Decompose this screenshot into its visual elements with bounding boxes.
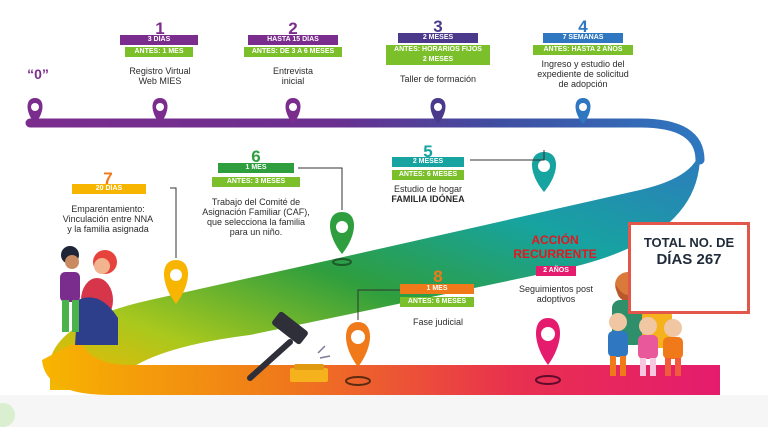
recurrent-title-line: ACCIÓN <box>531 233 579 247</box>
pin-step-2-icon <box>285 98 301 124</box>
step-7-duration-badge: 20 DÍAS <box>72 184 146 194</box>
step-1-before-badge: ANTES: 1 MES <box>125 47 193 57</box>
step-2-desc-line: Entrevista <box>272 66 314 76</box>
pin-step-6-icon <box>330 212 354 266</box>
step-2-desc-line: inicial <box>281 76 305 86</box>
step-2-description: Entrevista inicial <box>233 66 353 86</box>
step-4-duration-badge: 7 SEMANAS <box>543 33 623 43</box>
step-1-description: Registro Virtual Web MIES <box>100 66 220 86</box>
pin-step-8-icon <box>345 322 371 386</box>
recurrent-desc-line: adoptivos <box>536 294 576 304</box>
step-4-description: Ingreso y estudio del expediente de soli… <box>508 59 658 89</box>
step-5-duration-badge: 2 MESES <box>392 157 464 167</box>
road-diagonal-segment <box>50 140 701 390</box>
ground <box>0 395 768 427</box>
step-4-desc-line: de adopción <box>558 79 608 89</box>
step-6-desc-line: Asignación Familiar (CAF), <box>202 207 310 217</box>
road-bottom-segment <box>42 340 720 395</box>
recurrent-duration-badge: 2 AÑOS <box>536 266 576 276</box>
step-2-before-badge: ANTES: DE 3 A 6 MESES <box>244 47 342 57</box>
step-2-number: 2 <box>288 19 298 38</box>
step-8-before-badge: ANTES: 6 MESES <box>400 297 474 307</box>
recurrent-desc-line: Seguimientos post <box>518 284 594 294</box>
connector-step-5 <box>470 150 545 161</box>
step-3-number: 3 <box>433 17 443 36</box>
step-6-desc-line: que selecciona la familia <box>206 217 306 227</box>
pin-step-5-icon <box>532 152 556 192</box>
pin-step-7-icon <box>164 260 188 304</box>
gavel-icon <box>247 311 331 382</box>
step-6-number: 6 <box>251 147 261 166</box>
step-3-duration-badge: 2 MESES <box>398 33 478 43</box>
step-5-description: Estudio de hogar FAMILIA IDÓNEA <box>368 184 488 204</box>
step-7-desc-line: Vinculación entre NNA <box>62 214 154 224</box>
step-1-desc-line: Web MIES <box>138 76 182 86</box>
total-days-box: TOTAL NO. DE DÍAS 267 <box>628 222 750 314</box>
start-label: “0” <box>27 66 49 82</box>
step-1-duration-badge: 3 DÍAS <box>120 35 198 45</box>
step-5-desc-line: Estudio de hogar <box>393 184 463 194</box>
step-3-description: Taller de formación <box>399 74 477 84</box>
couple-illustration <box>60 246 118 345</box>
step-5-desc-line: FAMILIA IDÓNEA <box>391 194 465 204</box>
step-8-number: 8 <box>433 267 443 286</box>
step-1-number: 1 <box>155 19 165 38</box>
step-5-number: 5 <box>423 142 433 161</box>
step-6-desc-line: Trabajo del Comité de <box>211 197 301 207</box>
step-4-desc-line: Ingreso y estudio del <box>541 59 625 69</box>
step-8-duration-badge: 1 MES <box>400 284 474 294</box>
pin-step-1-icon <box>152 98 168 124</box>
pin-step-3-icon <box>430 98 446 124</box>
step-6-before-badge: ANTES: 3 MESES <box>212 177 300 187</box>
pin-step-0-icon <box>27 98 43 124</box>
corner-decoration <box>0 403 15 427</box>
step-8-description: Fase judicial <box>412 317 464 327</box>
step-3-before-line: ANTES: HORARIOS FIJOS <box>394 46 482 53</box>
step-5-before-badge: ANTES: 6 MESES <box>392 170 464 180</box>
step-3-before-badge: ANTES: HORARIOS FIJOS 2 MESES <box>386 45 490 65</box>
recurrent-title-line: RECURRENTE <box>513 247 597 261</box>
pin-step-4-icon <box>575 98 591 124</box>
step-7-number: 7 <box>103 169 113 188</box>
step-4-number: 4 <box>578 17 588 36</box>
connector-step-7 <box>170 187 177 258</box>
step-7-desc-line: Emparentamiento: <box>71 204 145 214</box>
step-6-description: Trabajo del Comité de Asignación Familia… <box>188 197 324 237</box>
step-7-description: Emparentamiento: Vinculación entre NNA y… <box>42 204 174 234</box>
step-4-before-badge: ANTES: HASTA 2 AÑOS <box>533 45 633 55</box>
step-6-duration-badge: 1 MES <box>218 163 294 173</box>
recurrent-description: Seguimientos post adoptivos <box>496 284 616 304</box>
total-days-line2: DÍAS 267 <box>656 251 722 268</box>
connector-step-6 <box>298 167 343 210</box>
step-3-before-line: 2 MESES <box>422 56 454 63</box>
total-days-line1: TOTAL NO. DE <box>643 235 735 250</box>
step-4-desc-line: expediente de solicitud <box>537 69 629 79</box>
step-1-desc-line: Registro Virtual <box>129 66 191 76</box>
pin-recurrent-icon <box>535 318 561 385</box>
step-7-desc-line: y la familia asignada <box>67 224 149 234</box>
recurrent-title: ACCIÓN RECURRENTE <box>500 233 610 261</box>
road-top-segment <box>25 118 705 165</box>
step-2-duration-badge: HASTA 15 DÍAS <box>248 35 338 45</box>
step-6-desc-line: para un niño. <box>229 227 283 237</box>
